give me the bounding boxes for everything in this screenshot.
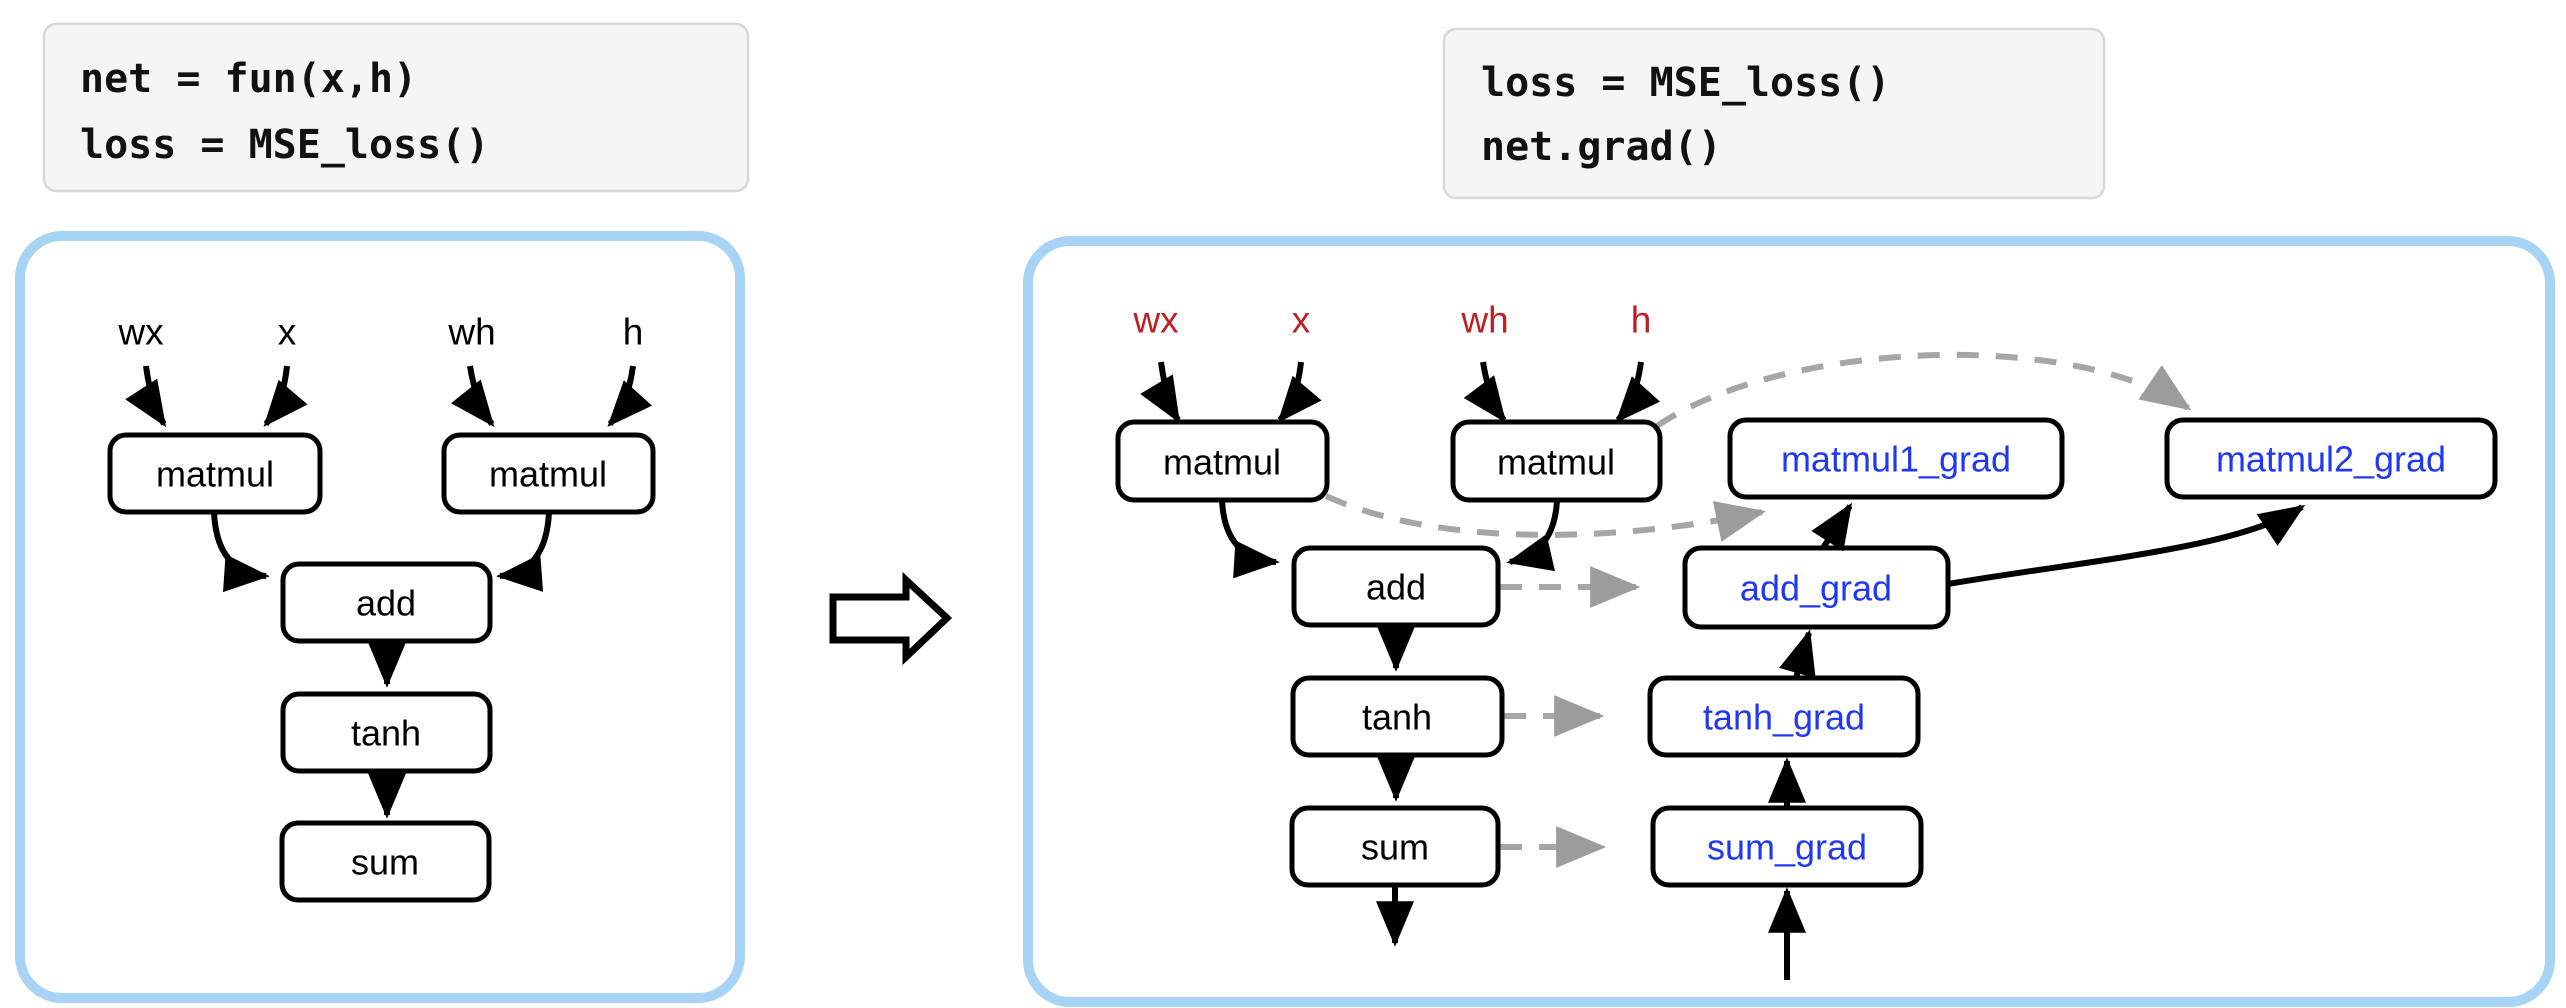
backward-code-line1: loss = MSE_loss() — [1481, 60, 1890, 106]
backward-input-labels: wx x wh h — [1132, 300, 1651, 341]
backward-node-sum-label: sum — [1361, 827, 1429, 868]
grad-node-matmul1: matmul1_grad — [1727, 417, 2065, 500]
backward-input-wh: wh — [1460, 300, 1508, 341]
arrow-h-to-matmul2-b — [1615, 361, 1661, 423]
forward-code-line1: net = fun(x,h) — [80, 56, 417, 102]
arrow-matmul1-to-add-b — [1219, 499, 1280, 579]
grad-node-tanh: tanh_grad — [1647, 675, 1921, 758]
grad-node-add-label: add_grad — [1740, 568, 1892, 609]
forward-flow-arrows — [211, 511, 552, 819]
backward-node-tanh: tanh — [1290, 675, 1505, 758]
backward-input-arrows — [1140, 361, 1661, 424]
forward-node-matmul1: matmul — [107, 432, 323, 515]
grad-node-sum-label: sum_grad — [1707, 827, 1867, 868]
arrow-tanh-grad-to-add-grad — [1779, 629, 1816, 679]
backward-node-add-label: add — [1366, 567, 1426, 608]
forward-node-matmul2: matmul — [441, 432, 656, 515]
forward-node-tanh: tanh — [280, 691, 493, 774]
grad-node-matmul2-label: matmul2_grad — [2216, 439, 2446, 480]
grad-node-sum: sum_grad — [1650, 805, 1924, 888]
backward-code-box — [1442, 27, 2106, 200]
backward-code-line2: net.grad() — [1481, 124, 1722, 170]
grad-node-matmul2: matmul2_grad — [2164, 417, 2498, 500]
forward-input-wh: wh — [447, 312, 495, 353]
arrow-wx-to-matmul1-b — [1140, 361, 1181, 424]
backward-input-x: x — [1292, 300, 1311, 341]
forward-code-box — [42, 22, 750, 193]
arrow-add-grad-to-matmul1-grad — [1811, 502, 1853, 552]
forward-node-sum-label: sum — [351, 842, 419, 883]
forward-node-add: add — [280, 561, 493, 644]
backward-input-h: h — [1631, 300, 1652, 341]
arrow-h-to-matmul2 — [607, 365, 653, 427]
grad-node-matmul1-label: matmul1_grad — [1781, 439, 2011, 480]
forward-node-tanh-label: tanh — [351, 713, 421, 754]
grad-flow-arrows — [1768, 502, 2306, 980]
forward-input-x: x — [278, 312, 297, 353]
grad-node-tanh-label: tanh_grad — [1703, 697, 1865, 738]
dashed-matmul2-to-matmul2-grad — [1655, 351, 2192, 429]
forward-code-block: net = fun(x,h) loss = MSE_loss() — [42, 22, 750, 193]
backward-code-block: loss = MSE_loss() net.grad() — [1442, 27, 2106, 200]
right-block-arrow-icon — [829, 571, 953, 666]
arrow-matmul2-to-add — [496, 511, 552, 592]
backward-node-add: add — [1291, 545, 1501, 628]
arrow-wx-to-matmul1 — [125, 365, 167, 428]
arrow-wh-to-matmul2 — [451, 365, 495, 427]
backward-node-matmul1-label: matmul — [1163, 442, 1281, 483]
backward-node-matmul2: matmul — [1450, 419, 1663, 503]
backward-flow-arrows — [1219, 499, 1560, 947]
forward-node-matmul1-label: matmul — [156, 454, 274, 495]
arrow-x-to-matmul1-b — [1277, 361, 1322, 423]
forward-node-add-label: add — [356, 583, 416, 624]
backward-node-matmul1: matmul — [1115, 419, 1330, 503]
forward-input-h: h — [623, 312, 644, 353]
arrow-matmul1-to-add — [211, 511, 270, 593]
backward-node-matmul2-label: matmul — [1497, 442, 1615, 483]
arrow-add-grad-to-matmul2-grad — [1947, 504, 2306, 587]
backward-node-tanh-label: tanh — [1362, 697, 1432, 738]
forward-input-arrows — [125, 365, 653, 428]
forward-node-matmul2-label: matmul — [489, 454, 607, 495]
arrow-matmul2-to-add-b — [1506, 499, 1560, 572]
forward-input-wx: wx — [117, 312, 164, 353]
arrow-x-to-matmul1 — [263, 365, 308, 427]
backward-input-wx: wx — [1132, 300, 1179, 341]
arrow-wh-to-matmul2-b — [1463, 361, 1507, 424]
forward-code-line2: loss = MSE_loss() — [80, 122, 489, 168]
backward-node-sum: sum — [1289, 805, 1501, 888]
forward-node-sum: sum — [279, 820, 492, 903]
grad-node-add: add_grad — [1682, 545, 1951, 630]
forward-input-labels: wx x wh h — [117, 312, 643, 353]
